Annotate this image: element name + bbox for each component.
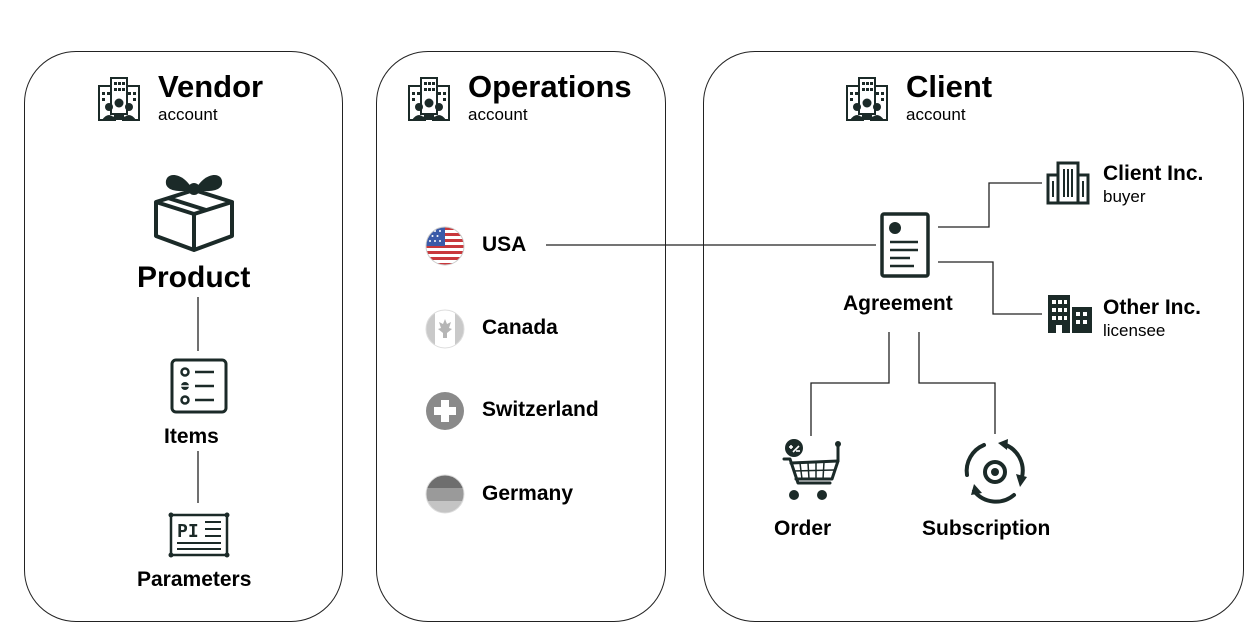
client-inc-name: Client Inc.: [1103, 162, 1204, 185]
usa-flag-icon: [425, 226, 465, 266]
operations-account-panel: [376, 51, 666, 622]
subscription-cycle-icon: [964, 439, 1027, 504]
agreement-subscription-connector: [918, 332, 996, 434]
svg-text:PI: PI: [177, 521, 199, 542]
items-label: Items: [164, 425, 219, 448]
germany-flag-icon: [425, 474, 465, 514]
client-inc-role: buyer: [1103, 187, 1146, 206]
client-account-title: Client: [906, 69, 993, 104]
agreement-client-inc-connector: [938, 182, 1042, 228]
agreement-order-connector: [810, 332, 890, 436]
client-account-subtitle: account: [906, 105, 966, 124]
market-label-canada: Canada: [482, 316, 558, 339]
switzerland-flag-icon: [426, 392, 464, 430]
shopping-cart-icon: [782, 439, 841, 500]
vendor-account-panel: [24, 51, 343, 622]
market-label-switzerland: Switzerland: [482, 398, 599, 421]
vendor-account-subtitle: account: [158, 105, 218, 124]
order-label: Order: [774, 517, 832, 540]
checklist-icon: [170, 358, 228, 414]
building-icon: [1046, 161, 1090, 205]
product-label: Product: [137, 261, 251, 294]
agreement-label: Agreement: [843, 292, 953, 315]
client-account-panel: [703, 51, 1244, 622]
document-icon: [880, 212, 930, 278]
other-inc-name: Other Inc.: [1103, 296, 1202, 319]
office-people-icon: [98, 77, 140, 121]
buildings-icon: [1048, 295, 1092, 333]
subscription-label: Subscription: [922, 517, 1051, 540]
market-label-germany: Germany: [482, 482, 574, 505]
canada-flag-icon: [425, 309, 465, 349]
office-people-icon: [846, 77, 888, 121]
operations-account-subtitle: account: [468, 105, 528, 124]
parameters-label: Parameters: [137, 568, 252, 591]
operations-account-title: Operations: [468, 69, 632, 104]
market-label-usa: USA: [482, 233, 527, 256]
other-inc-role: licensee: [1103, 321, 1166, 340]
vendor-account-title: Vendor: [158, 69, 264, 104]
gift-box-icon: [154, 174, 234, 252]
parameters-sheet-icon: PI: [168, 512, 230, 558]
agreement-other-inc-connector: [938, 261, 1042, 315]
office-people-icon: [408, 77, 450, 121]
